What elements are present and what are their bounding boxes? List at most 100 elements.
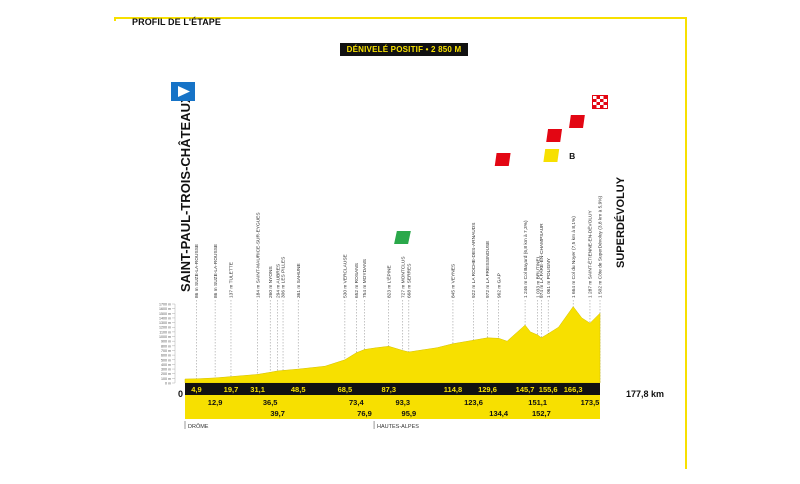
- y-tick-label: 900 m: [161, 340, 171, 344]
- total-distance-label: 177,8 km: [626, 389, 664, 399]
- y-tick-label: 100 m: [161, 377, 171, 381]
- km-label: 123,6: [464, 398, 483, 407]
- y-tick-label: 1100 m: [159, 330, 171, 334]
- waypoint-label: 1 502 m Côte de SuperDévoluy (3,8 km à 5…: [598, 195, 604, 298]
- km-label: 68,5: [338, 385, 353, 394]
- y-tick-label: 500 m: [161, 358, 171, 362]
- km-label: 12,9: [208, 398, 223, 407]
- y-tick-label: 800 m: [161, 344, 171, 348]
- y-tick-label: 300 m: [161, 368, 171, 372]
- waypoint-labels: 86 m SUZE-LA-ROUSSE 86 m SUZE-LA-ROUSSE 13…: [194, 195, 604, 298]
- climb-marker-category: 3: [591, 117, 596, 127]
- km-label: 4,9: [191, 385, 201, 394]
- y-tick-label: 1000 m: [159, 335, 171, 339]
- page-title: PROFIL DE L'ÉTAPE: [132, 17, 222, 27]
- climb-marker-icon: 1: [546, 129, 575, 142]
- y-tick-label: 1600 m: [159, 307, 171, 311]
- waypoint-label: 361 m SAHUNE: [296, 263, 302, 298]
- km-label: 19,7: [224, 385, 239, 394]
- waypoint-label: 86 m SUZE-LA-ROUSSE: [194, 244, 200, 298]
- waypoint-label: 972 m LA FREISSINOUSE: [485, 241, 491, 298]
- y-tick-label: 1700 m: [159, 303, 171, 307]
- start-city-label: SAINT-PAUL-TROIS-CHÂTEAUX: [178, 94, 193, 292]
- km-label: 39,7: [270, 409, 285, 418]
- km-label: 87,3: [381, 385, 396, 394]
- waypoint-label: 294 m AUBRES: [275, 264, 281, 298]
- waypoint-label: 823 m L'ÉPINE: [385, 265, 392, 298]
- waypoint-label: 668 m SERRES: [407, 264, 413, 298]
- sprint-marker-icon: S: [394, 231, 454, 244]
- waypoint-label: 974 m LA FARE-EN-CHAMPSAUR: [539, 223, 545, 298]
- km-label: 151,1: [528, 398, 547, 407]
- frame-top-border: [114, 17, 687, 19]
- km-label: 152,7: [532, 409, 551, 418]
- region-label: DRÔME: [188, 423, 209, 430]
- waypoint-label: 530 m VERCLAUSE: [343, 254, 349, 298]
- finish-flag-square: [603, 99, 607, 102]
- finish-city-label: SUPERDÉVOLUY: [614, 176, 627, 268]
- elevation-gain-badge: DÉNIVELÉ POSITIF • 2 850 M: [340, 43, 468, 56]
- waypoint-label: 306 m LES PILLES: [281, 257, 287, 298]
- waypoint-label: 86 m SUZE-LA-ROUSSE: [213, 244, 219, 298]
- y-tick-label: 1500 m: [159, 312, 171, 316]
- waypoint-label: 754 m MOYDANS: [362, 259, 368, 298]
- km-label: 155,6: [539, 385, 558, 394]
- elevation-profile: [184, 306, 601, 384]
- finish-flag-square: [600, 102, 604, 105]
- km-label: 76,9: [357, 409, 372, 418]
- sprint-marker-bg: [394, 231, 411, 244]
- climb-marker-category: B: [569, 151, 575, 161]
- frame-right-border: [685, 17, 687, 469]
- km-label: 36,5: [263, 398, 278, 407]
- climb-marker-bg: [543, 149, 560, 162]
- km-band-black: [185, 383, 600, 395]
- waypoint-label: 727 m MONTCLUS: [400, 256, 406, 298]
- waypoint-label: 260 m NYONS: [268, 266, 274, 298]
- y-tick-label: 1200 m: [159, 326, 171, 330]
- waypoint-label: 1 033 m BRUTINEL: [535, 255, 541, 298]
- climb-marker-icon: B: [543, 149, 575, 162]
- km-label: 95,9: [402, 409, 417, 418]
- finish-flag-square: [600, 96, 604, 99]
- km-label: 73,4: [349, 398, 364, 407]
- finish-flag-square: [593, 102, 597, 105]
- km-label: 48,5: [291, 385, 306, 394]
- km-label: 145,7: [516, 385, 535, 394]
- km-band: 4,9 19,7 31,1 48,5 68,5 87,3 114,8 129,6 145,7 15…: [184, 383, 600, 430]
- y-tick-label: 200 m: [161, 372, 171, 376]
- frame-left-tick: [114, 17, 116, 21]
- start-flag-icon: [171, 82, 195, 101]
- y-tick-label: 400 m: [161, 363, 171, 367]
- finish-flag-square: [596, 99, 600, 102]
- km-label: 173,5: [581, 398, 600, 407]
- waypoint-label: 137 m TULETTE: [229, 262, 235, 298]
- y-tick-label: 700 m: [161, 349, 171, 353]
- profile-area: [184, 306, 601, 384]
- finish-flag-square: [593, 96, 597, 99]
- km-label: 134,4: [489, 409, 509, 418]
- km-label: 93,3: [395, 398, 410, 407]
- finish-flag-square: [596, 105, 600, 108]
- climb-marker-bg: [569, 115, 585, 128]
- finish-flag-square: [603, 105, 607, 108]
- km-label: 31,1: [250, 385, 265, 394]
- y-tick-label: 0 m: [165, 382, 171, 386]
- y-tick-label: 1400 m: [159, 316, 171, 320]
- km-band-yellow: [185, 395, 600, 419]
- climb-marker-category: 1: [570, 131, 575, 141]
- waypoint-label: 184 m SAINT-MAURICE-SUR-EYGUES: [255, 212, 261, 298]
- climb-marker-bg: [546, 129, 563, 142]
- y-tick-label: 600 m: [161, 354, 171, 358]
- km-label: 129,6: [478, 385, 497, 394]
- waypoint-label: 652 m ROSANS: [354, 263, 360, 298]
- km-label: 114,8: [444, 385, 462, 394]
- waypoint-label: 962 m GAP: [496, 273, 502, 298]
- waypoint-label: 845 m VEYNES: [451, 264, 457, 298]
- region-label: HAUTES-ALPES: [377, 424, 419, 430]
- km-label: 166,3: [564, 385, 583, 394]
- climb-marker-bg: [494, 153, 511, 166]
- sprint-marker-label: S: [448, 234, 454, 243]
